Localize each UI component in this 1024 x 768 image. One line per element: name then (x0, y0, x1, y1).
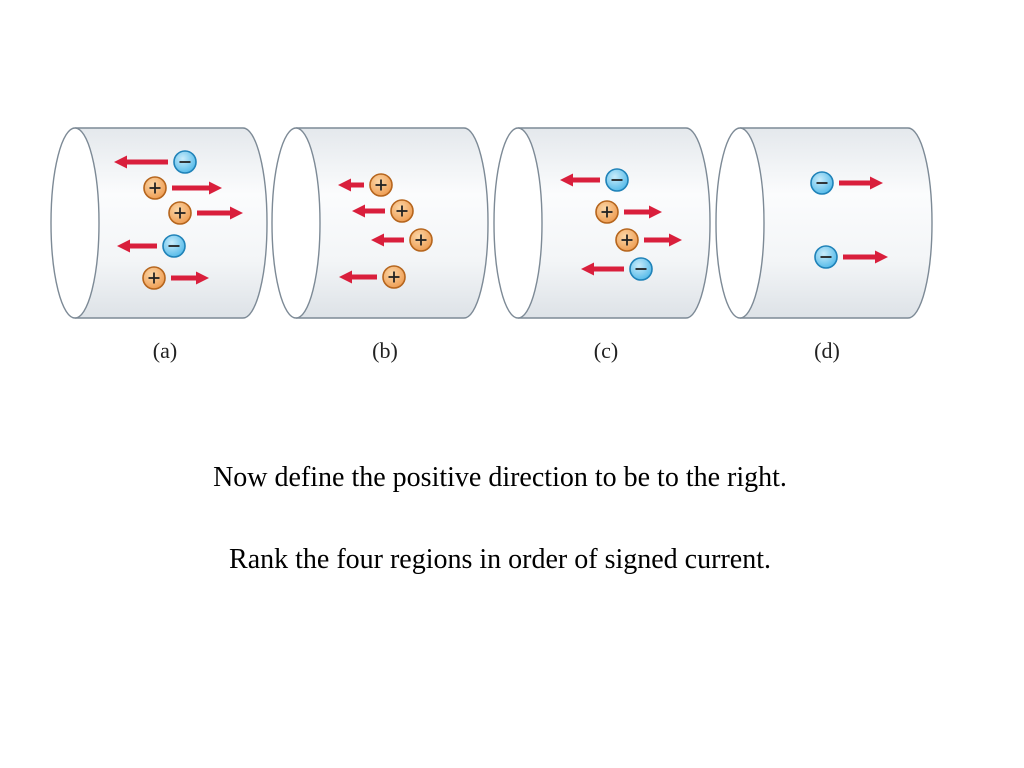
arrow-left-icon (352, 204, 365, 218)
arrow-right-icon (669, 233, 682, 247)
arrow-left-icon (581, 262, 594, 276)
arrow-left-icon (338, 178, 351, 192)
positive-charge (615, 228, 682, 252)
arrow-right-icon (209, 181, 222, 195)
positive-charge (339, 265, 406, 289)
cylinder-opening (493, 127, 543, 319)
cylinder-panel-d (715, 127, 933, 319)
panel-label-b: (b) (372, 338, 398, 363)
arrow-right-icon (870, 176, 883, 190)
arrow-left-icon (117, 239, 130, 253)
positive-charge (338, 173, 393, 197)
arrow-left-icon (371, 233, 384, 247)
cylinder-opening (715, 127, 765, 319)
positive-charge (142, 266, 209, 290)
cylinder-opening (271, 127, 321, 319)
arrow-left-icon (339, 270, 352, 284)
cylinder-panel-c (493, 127, 711, 319)
panel-label-a: (a) (152, 338, 178, 363)
panel-label-c: (c) (593, 338, 619, 363)
negative-charge (114, 150, 197, 174)
arrow-left-icon (560, 173, 573, 187)
arrow-right-icon (196, 271, 209, 285)
cylinder-panel-a (50, 127, 268, 319)
cylinder-figure (50, 127, 933, 319)
cylinder-body (296, 127, 489, 319)
arrow-right-icon (649, 205, 662, 219)
negative-charge (810, 171, 883, 195)
negative-charge (814, 245, 888, 269)
negative-charge (117, 234, 186, 258)
panel-label-d: (d) (814, 338, 840, 363)
instruction-text: Now define the positive direction to be … (213, 462, 787, 493)
cylinder-body (75, 127, 268, 319)
arrow-right-icon (875, 250, 888, 264)
arrow-left-icon (114, 155, 127, 169)
positive-charge (143, 176, 222, 200)
question-text: Rank the four regions in order of signed… (229, 544, 771, 575)
positive-charge (595, 200, 662, 224)
arrow-right-icon (230, 206, 243, 220)
cylinder-panel-b (271, 127, 489, 319)
positive-charge (371, 228, 433, 252)
cylinder-body (518, 127, 711, 319)
cylinder-opening (50, 127, 100, 319)
positive-charge (168, 201, 243, 225)
negative-charge (581, 257, 653, 281)
positive-charge (352, 199, 414, 223)
cylinder-body (740, 127, 933, 319)
negative-charge (560, 168, 629, 192)
